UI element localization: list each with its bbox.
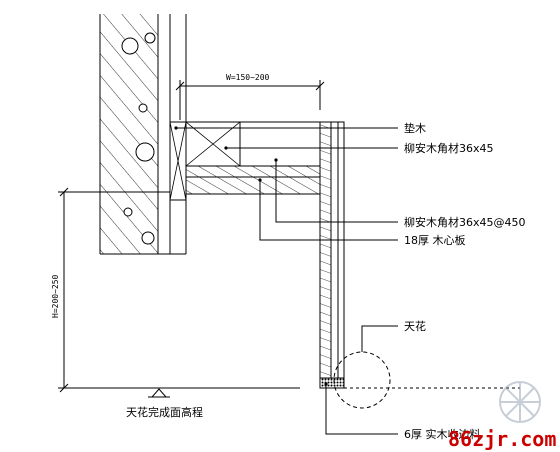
ceiling-level-label: 天花完成面高程 <box>126 405 203 419</box>
horizontal-frame <box>185 121 320 167</box>
label-core-board: 18厚 木心板 <box>404 233 466 247</box>
leader-dots <box>174 126 328 386</box>
dimension-height <box>58 187 300 393</box>
dim-height-text: H=200~250 <box>51 274 60 318</box>
level-marker-icon <box>148 388 170 398</box>
watermark-text: 86zjr.com <box>448 427 556 451</box>
label-pad-wood: 垫木 <box>404 121 426 135</box>
core-board <box>185 165 321 195</box>
watermark-logo-icon <box>499 381 541 423</box>
dim-width-text: W=150~200 <box>226 73 270 82</box>
dimension-width <box>175 80 325 120</box>
detail-circle <box>333 351 391 409</box>
label-keel-square: 柳安木角材36x45 <box>404 141 494 155</box>
label-keel-spaced: 柳安木角材36x45@450 <box>404 215 526 229</box>
vertical-fascia <box>319 121 345 389</box>
leader-lines <box>176 127 398 435</box>
label-ceiling: 天花 <box>404 320 426 333</box>
concrete-wall <box>99 14 187 255</box>
pad-wood-block <box>169 121 187 201</box>
label-edge-strip: 6厚 实木收边料 <box>404 427 481 441</box>
edge-strip <box>319 377 345 389</box>
